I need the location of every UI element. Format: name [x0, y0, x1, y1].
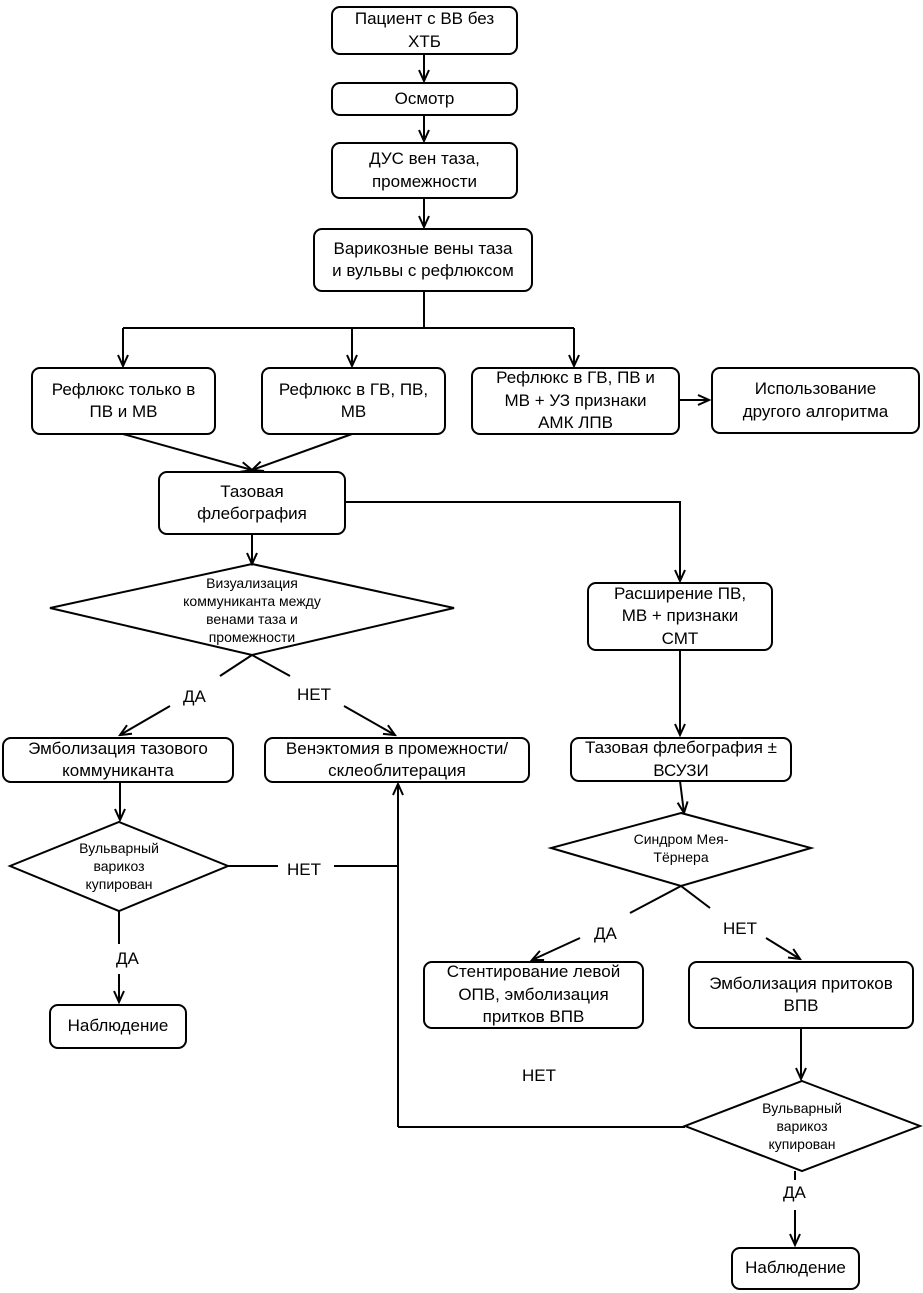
decision-may-thurner-text: Синдром Мея- Тёрнера [633, 830, 729, 865]
line-may-thurner-no [680, 885, 711, 909]
node-reflux-pv-mv-text: Рефлюкс только в ПВ и МВ [51, 379, 196, 421]
node-phlebography-text: Тазовая флебография [197, 481, 307, 523]
node-patient-start: Пациент с ВВ без ХТБ [331, 6, 518, 55]
node-varicose-veins: Варикозные вены таза и вульвы с рефлюксо… [313, 228, 533, 292]
decision-may-thurner: Синдром Мея- Тёрнера [601, 824, 761, 872]
arrow-gv-to-phlebography [252, 433, 353, 470]
decision-vulvar-2-text: Вульварный варикоз купирован [762, 1099, 842, 1153]
label-yes-vulvar-2: ДА [783, 1183, 806, 1202]
label-no-communicant: НЕТ [297, 685, 331, 704]
node-reflux-pv-mv: Рефлюкс только в ПВ и МВ [31, 367, 216, 435]
node-embolization-communicant-text: Эмболизация тазового коммуниканта [28, 738, 208, 780]
arrow-no-to-venectomy [343, 705, 395, 735]
node-examination: Осмотр [331, 82, 518, 116]
node-reflux-amk: Рефлюкс в ГВ, ПВ и МВ + УЗ признаки АМК … [471, 367, 680, 435]
decision-communicant-text: Визуализация коммуниканта между венами т… [183, 574, 321, 646]
node-dus-text: ДУС вен таза, промежности [369, 149, 480, 191]
node-stenting-text: Стентирование левой ОПВ, эмболизация при… [446, 962, 621, 1027]
decision-communicant: Визуализация коммуниканта между венами т… [152, 568, 352, 652]
node-embolization-vpv-text: Эмболизация притоков ВПВ [709, 973, 893, 1015]
arrow-no-to-embolization-vpv [765, 937, 800, 959]
node-observation-2: Наблюдение [731, 1247, 860, 1290]
node-venectomy-text: Венэктомия в промежности/ склеоблитераци… [285, 738, 509, 780]
node-examination-text: Осмотр [394, 88, 455, 108]
node-reflux-amk-text: Рефлюкс в ГВ, ПВ и МВ + УЗ признаки АМК … [496, 368, 655, 433]
label-yes-vulvar-1: ДА [116, 949, 139, 968]
node-stenting: Стентирование левой ОПВ, эмболизация при… [423, 961, 644, 1029]
line-communicant-yes-branch [219, 654, 253, 677]
label-no-vulvar-2: НЕТ [522, 1066, 556, 1085]
node-phlebography-vsuzi-text: Тазовая флебография ± ВСУЗИ [584, 738, 777, 780]
decision-vulvar-2-shape [682, 1079, 923, 1173]
node-dus: ДУС вен таза, промежности [331, 142, 518, 199]
node-embolization-vpv: Эмболизация притоков ВПВ [688, 961, 914, 1029]
arrow-yes-to-embolization [120, 705, 171, 735]
node-observation-1-text: Наблюдение [67, 1016, 169, 1036]
label-no-may-thurner: НЕТ [723, 919, 757, 938]
arrow-phlebography-to-dilation [346, 501, 680, 581]
node-other-algorithm-text: Использование другого алгоритма [742, 379, 889, 421]
decision-vulvar-1-text: Вульварный варикоз купирован [79, 839, 159, 893]
node-phlebography: Тазовая флебография [158, 471, 346, 535]
line-may-thurner-yes [629, 885, 682, 914]
label-yes-communicant: ДА [183, 687, 206, 706]
line-communicant-no-branch [251, 654, 291, 677]
arrow-yes-to-stenting [532, 937, 581, 960]
arrow-pv-mv-to-phlebography [122, 433, 252, 470]
label-yes-may-thurner: ДА [594, 924, 617, 943]
node-venectomy: Венэктомия в промежности/ склеоблитераци… [264, 737, 530, 783]
arrow-vsuzi-to-may-thurner [680, 780, 684, 813]
node-embolization-communicant: Эмболизация тазового коммуниканта [2, 737, 234, 783]
node-observation-1: Наблюдение [49, 1004, 187, 1049]
node-dilation-smt: Расширение ПВ, МВ + признаки СМТ [587, 582, 773, 651]
node-other-algorithm: Использование другого алгоритма [711, 367, 920, 434]
node-reflux-gv-pv-mv: Рефлюкс в ГВ, ПВ, МВ [261, 367, 446, 435]
decision-vulvar-1: Вульварный варикоз купирован [54, 834, 184, 898]
node-varicose-veins-text: Варикозные вены таза и вульвы с рефлюксо… [332, 238, 514, 280]
node-phlebography-vsuzi: Тазовая флебография ± ВСУЗИ [570, 737, 792, 782]
node-patient-start-text: Пациент с ВВ без ХТБ [354, 9, 495, 51]
node-dilation-smt-text: Расширение ПВ, МВ + признаки СМТ [613, 583, 747, 648]
label-no-vulvar-1: НЕТ [287, 860, 321, 879]
decision-vulvar-2: Вульварный варикоз купирован [737, 1094, 867, 1158]
node-reflux-gv-pv-mv-text: Рефлюкс в ГВ, ПВ, МВ [278, 379, 429, 421]
node-observation-2-text: Наблюдение [745, 1258, 846, 1278]
